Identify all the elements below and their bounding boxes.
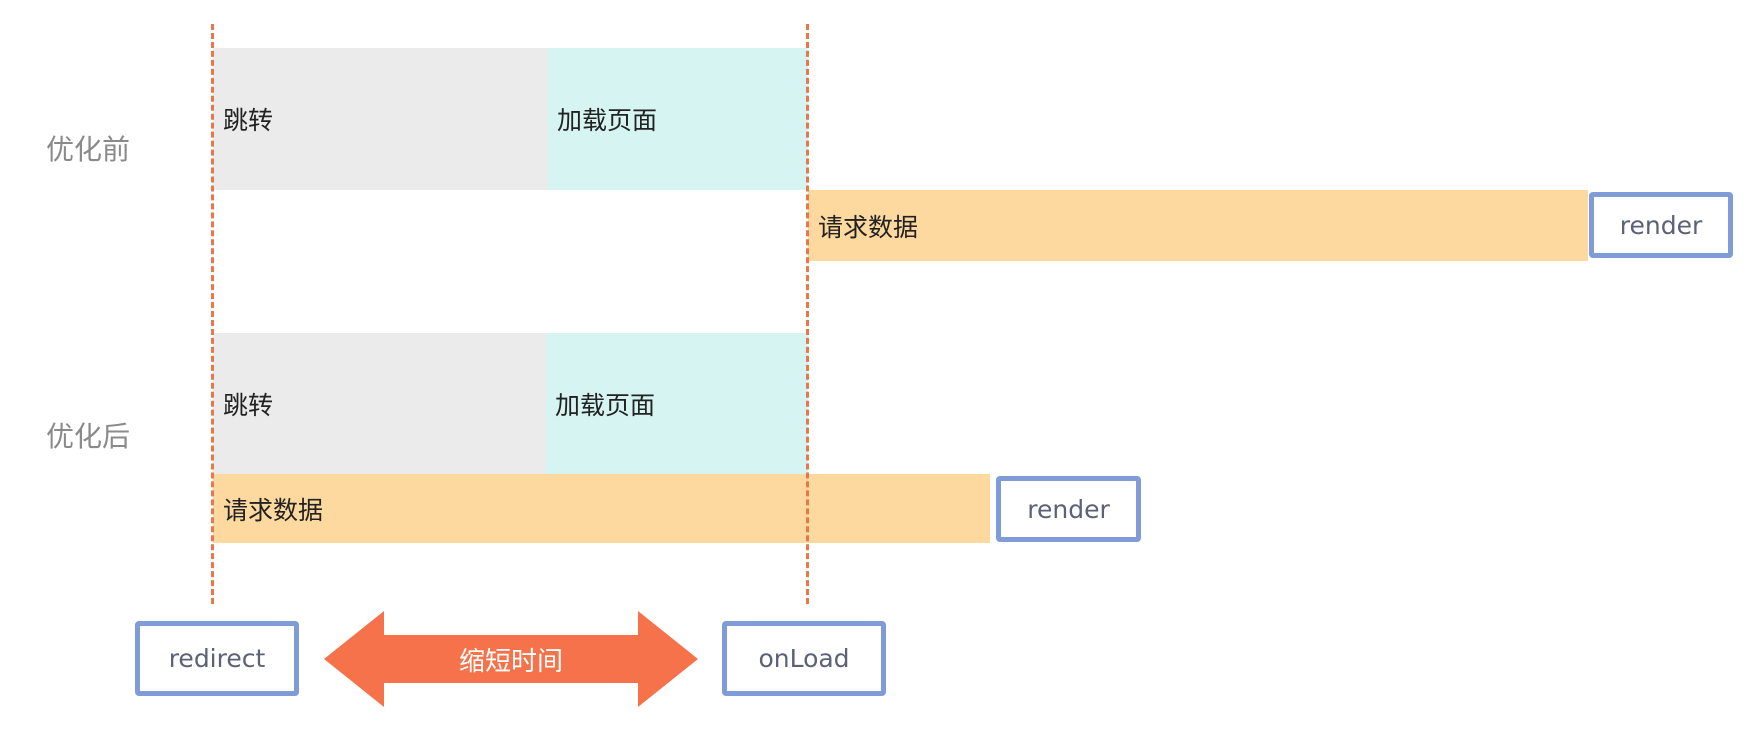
row-label-after: 优化后 <box>46 420 131 453</box>
after-request-data-segment: 请求数据 <box>213 474 990 543</box>
row-label-before: 优化前 <box>46 133 131 166</box>
after-load-page-segment: 加载页面 <box>546 333 808 474</box>
after-redirect-segment: 跳转 <box>213 333 546 474</box>
onload-marker-box: onLoad <box>722 621 886 696</box>
arrow-label: 缩短时间 <box>458 646 563 677</box>
double-arrow-icon <box>324 611 698 707</box>
redirect-time-line <box>211 24 214 604</box>
redirect-marker-box: redirect <box>135 621 299 696</box>
before-load-page-segment: 加载页面 <box>548 48 808 190</box>
onload-time-line <box>806 24 809 604</box>
before-redirect-segment: 跳转 <box>213 48 548 190</box>
before-request-data-segment: 请求数据 <box>808 190 1588 261</box>
after-render-box: render <box>996 476 1141 542</box>
before-render-box: render <box>1589 192 1733 258</box>
